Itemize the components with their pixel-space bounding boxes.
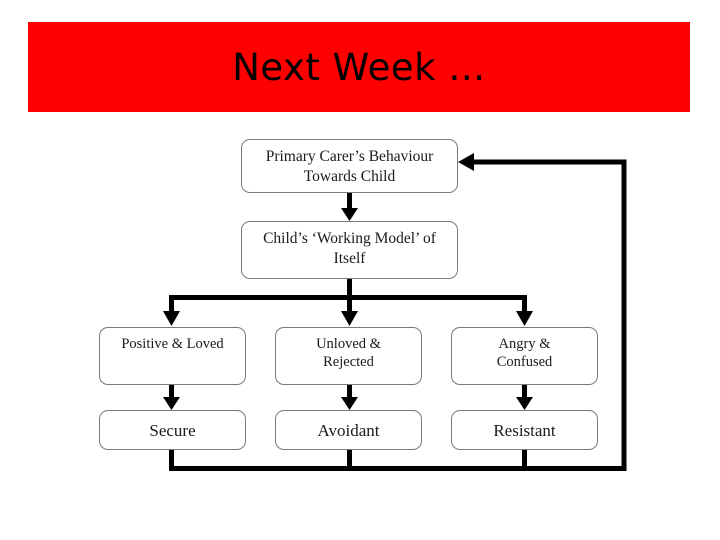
title-banner: Next Week … xyxy=(28,22,690,112)
edge-carer-to-model xyxy=(341,193,358,221)
node-avoidant[interactable]: Avoidant xyxy=(275,410,422,450)
node-secure[interactable]: Secure xyxy=(99,410,246,450)
node-positive-and-loved[interactable]: Positive & Loved xyxy=(99,327,246,385)
node-label: Unloved & Rejected xyxy=(316,336,381,371)
node-child-working-model[interactable]: Child’s ‘Working Model’ of Itself xyxy=(241,221,458,279)
node-label: Resistant xyxy=(493,421,556,440)
node-resistant[interactable]: Resistant xyxy=(451,410,598,450)
node-label: Child’s ‘Working Model’ of Itself xyxy=(263,230,436,267)
page-title: Next Week … xyxy=(232,45,486,89)
node-label: Angry & Confused xyxy=(496,336,553,371)
edge-model-branch xyxy=(163,279,533,326)
node-unloved-and-rejected[interactable]: Unloved & Rejected xyxy=(275,327,422,385)
node-label: Positive & Loved xyxy=(121,336,224,352)
edge-unloved-to-avoidant xyxy=(341,385,358,410)
node-angry-and-confused[interactable]: Angry & Confused xyxy=(451,327,598,385)
node-primary-carer-behaviour[interactable]: Primary Carer’s Behaviour Towards Child xyxy=(241,139,458,193)
node-label: Secure xyxy=(149,421,196,440)
edge-angry-to-resistant xyxy=(516,385,533,410)
node-label: Primary Carer’s Behaviour Towards Child xyxy=(265,148,434,185)
node-label: Avoidant xyxy=(317,421,380,440)
edge-positive-to-secure xyxy=(163,385,180,410)
